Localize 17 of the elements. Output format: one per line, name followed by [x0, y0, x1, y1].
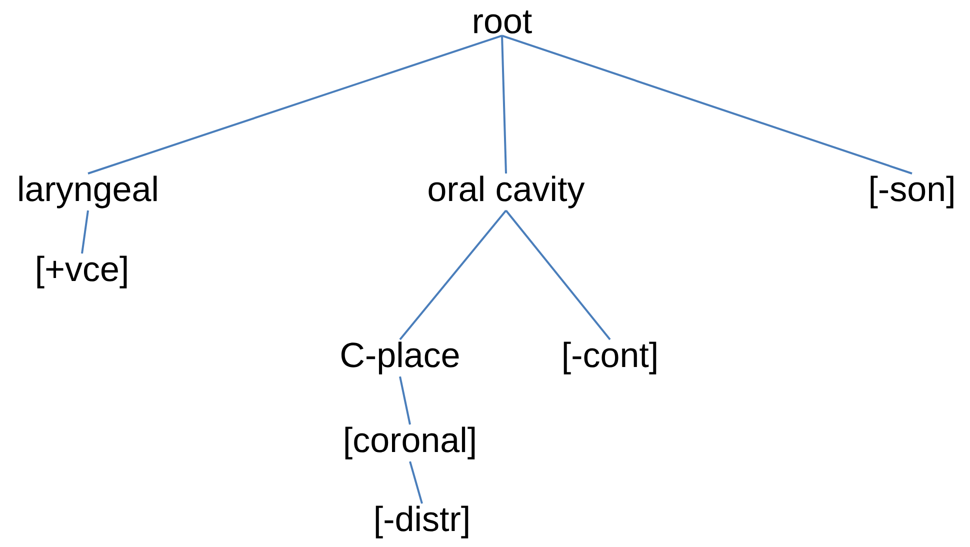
tree-label: [-distr]	[376, 506, 468, 538]
tree-label: [+vce]	[37, 256, 127, 288]
tree-label: [-cont]	[564, 342, 656, 374]
tree-branch	[81, 210, 89, 254]
tree-branch	[505, 210, 611, 340]
tree-branch	[399, 210, 507, 340]
tree-label: oral cavity	[428, 176, 585, 208]
tree-label: [-son]	[870, 176, 954, 208]
tree-branch	[88, 34, 502, 174]
tree-label: [coronal]	[345, 426, 475, 460]
tree-branch	[501, 36, 507, 174]
tree-label: C-place	[341, 342, 459, 374]
tree-branch	[409, 461, 423, 504]
tree-label: root	[474, 10, 532, 34]
tree-label: laryngeal	[19, 176, 157, 208]
tree-branch	[399, 376, 411, 425]
tree-branch	[502, 34, 912, 174]
